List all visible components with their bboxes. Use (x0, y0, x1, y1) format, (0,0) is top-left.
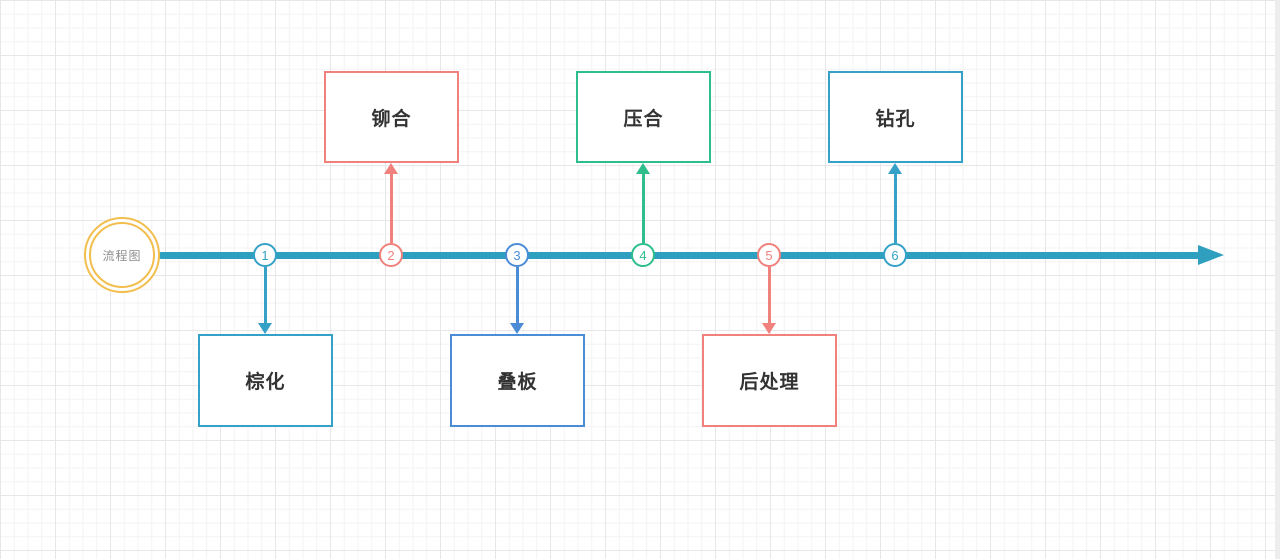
timeline-arrowhead-icon (1198, 245, 1224, 265)
step-2-connector[interactable] (390, 172, 393, 243)
step-5-box[interactable]: 后处理 (702, 334, 837, 427)
step-1-marker[interactable]: 1 (253, 243, 277, 267)
step-5-marker[interactable]: 5 (757, 243, 781, 267)
step-6-box[interactable]: 钻孔 (828, 71, 963, 163)
step-4-box[interactable]: 压合 (576, 71, 711, 163)
start-node-inner-ring: 流程图 (89, 222, 155, 288)
step-1-connector[interactable] (264, 267, 267, 324)
step-4-marker[interactable]: 4 (631, 243, 655, 267)
step-3-arrow-icon (510, 323, 524, 334)
step-4-connector[interactable] (642, 172, 645, 243)
step-6-number: 6 (891, 247, 899, 263)
step-3-label: 叠板 (497, 372, 538, 393)
step-1-box[interactable]: 棕化 (198, 334, 333, 427)
step-2-arrow-icon (384, 163, 398, 174)
step-6-connector[interactable] (894, 172, 897, 243)
step-2-box[interactable]: 铆合 (324, 71, 459, 163)
start-node[interactable]: 流程图 (84, 217, 160, 293)
start-node-label: 流程图 (102, 248, 142, 263)
step-1-label: 棕化 (245, 372, 286, 393)
step-5-number: 5 (765, 247, 773, 263)
step-5-arrow-icon (762, 323, 776, 334)
step-4-arrow-icon (636, 163, 650, 174)
step-1-number: 1 (261, 247, 269, 263)
step-4-label: 压合 (623, 108, 664, 130)
step-2-label: 铆合 (371, 108, 412, 130)
step-5-connector[interactable] (768, 267, 771, 324)
step-1-arrow-icon (258, 323, 272, 334)
step-3-connector[interactable] (516, 267, 519, 324)
timeline-line[interactable] (158, 252, 1200, 259)
step-5-label: 后处理 (739, 372, 800, 393)
step-3-marker[interactable]: 3 (505, 243, 529, 267)
step-4-number: 4 (639, 247, 647, 263)
step-3-number: 3 (513, 247, 521, 263)
step-6-arrow-icon (888, 163, 902, 174)
step-6-marker[interactable]: 6 (883, 243, 907, 267)
step-2-marker[interactable]: 2 (379, 243, 403, 267)
step-3-box[interactable]: 叠板 (450, 334, 585, 427)
step-6-label: 钻孔 (875, 108, 916, 130)
right-scrollbar-gutter (1275, 0, 1280, 559)
step-2-number: 2 (387, 247, 395, 263)
